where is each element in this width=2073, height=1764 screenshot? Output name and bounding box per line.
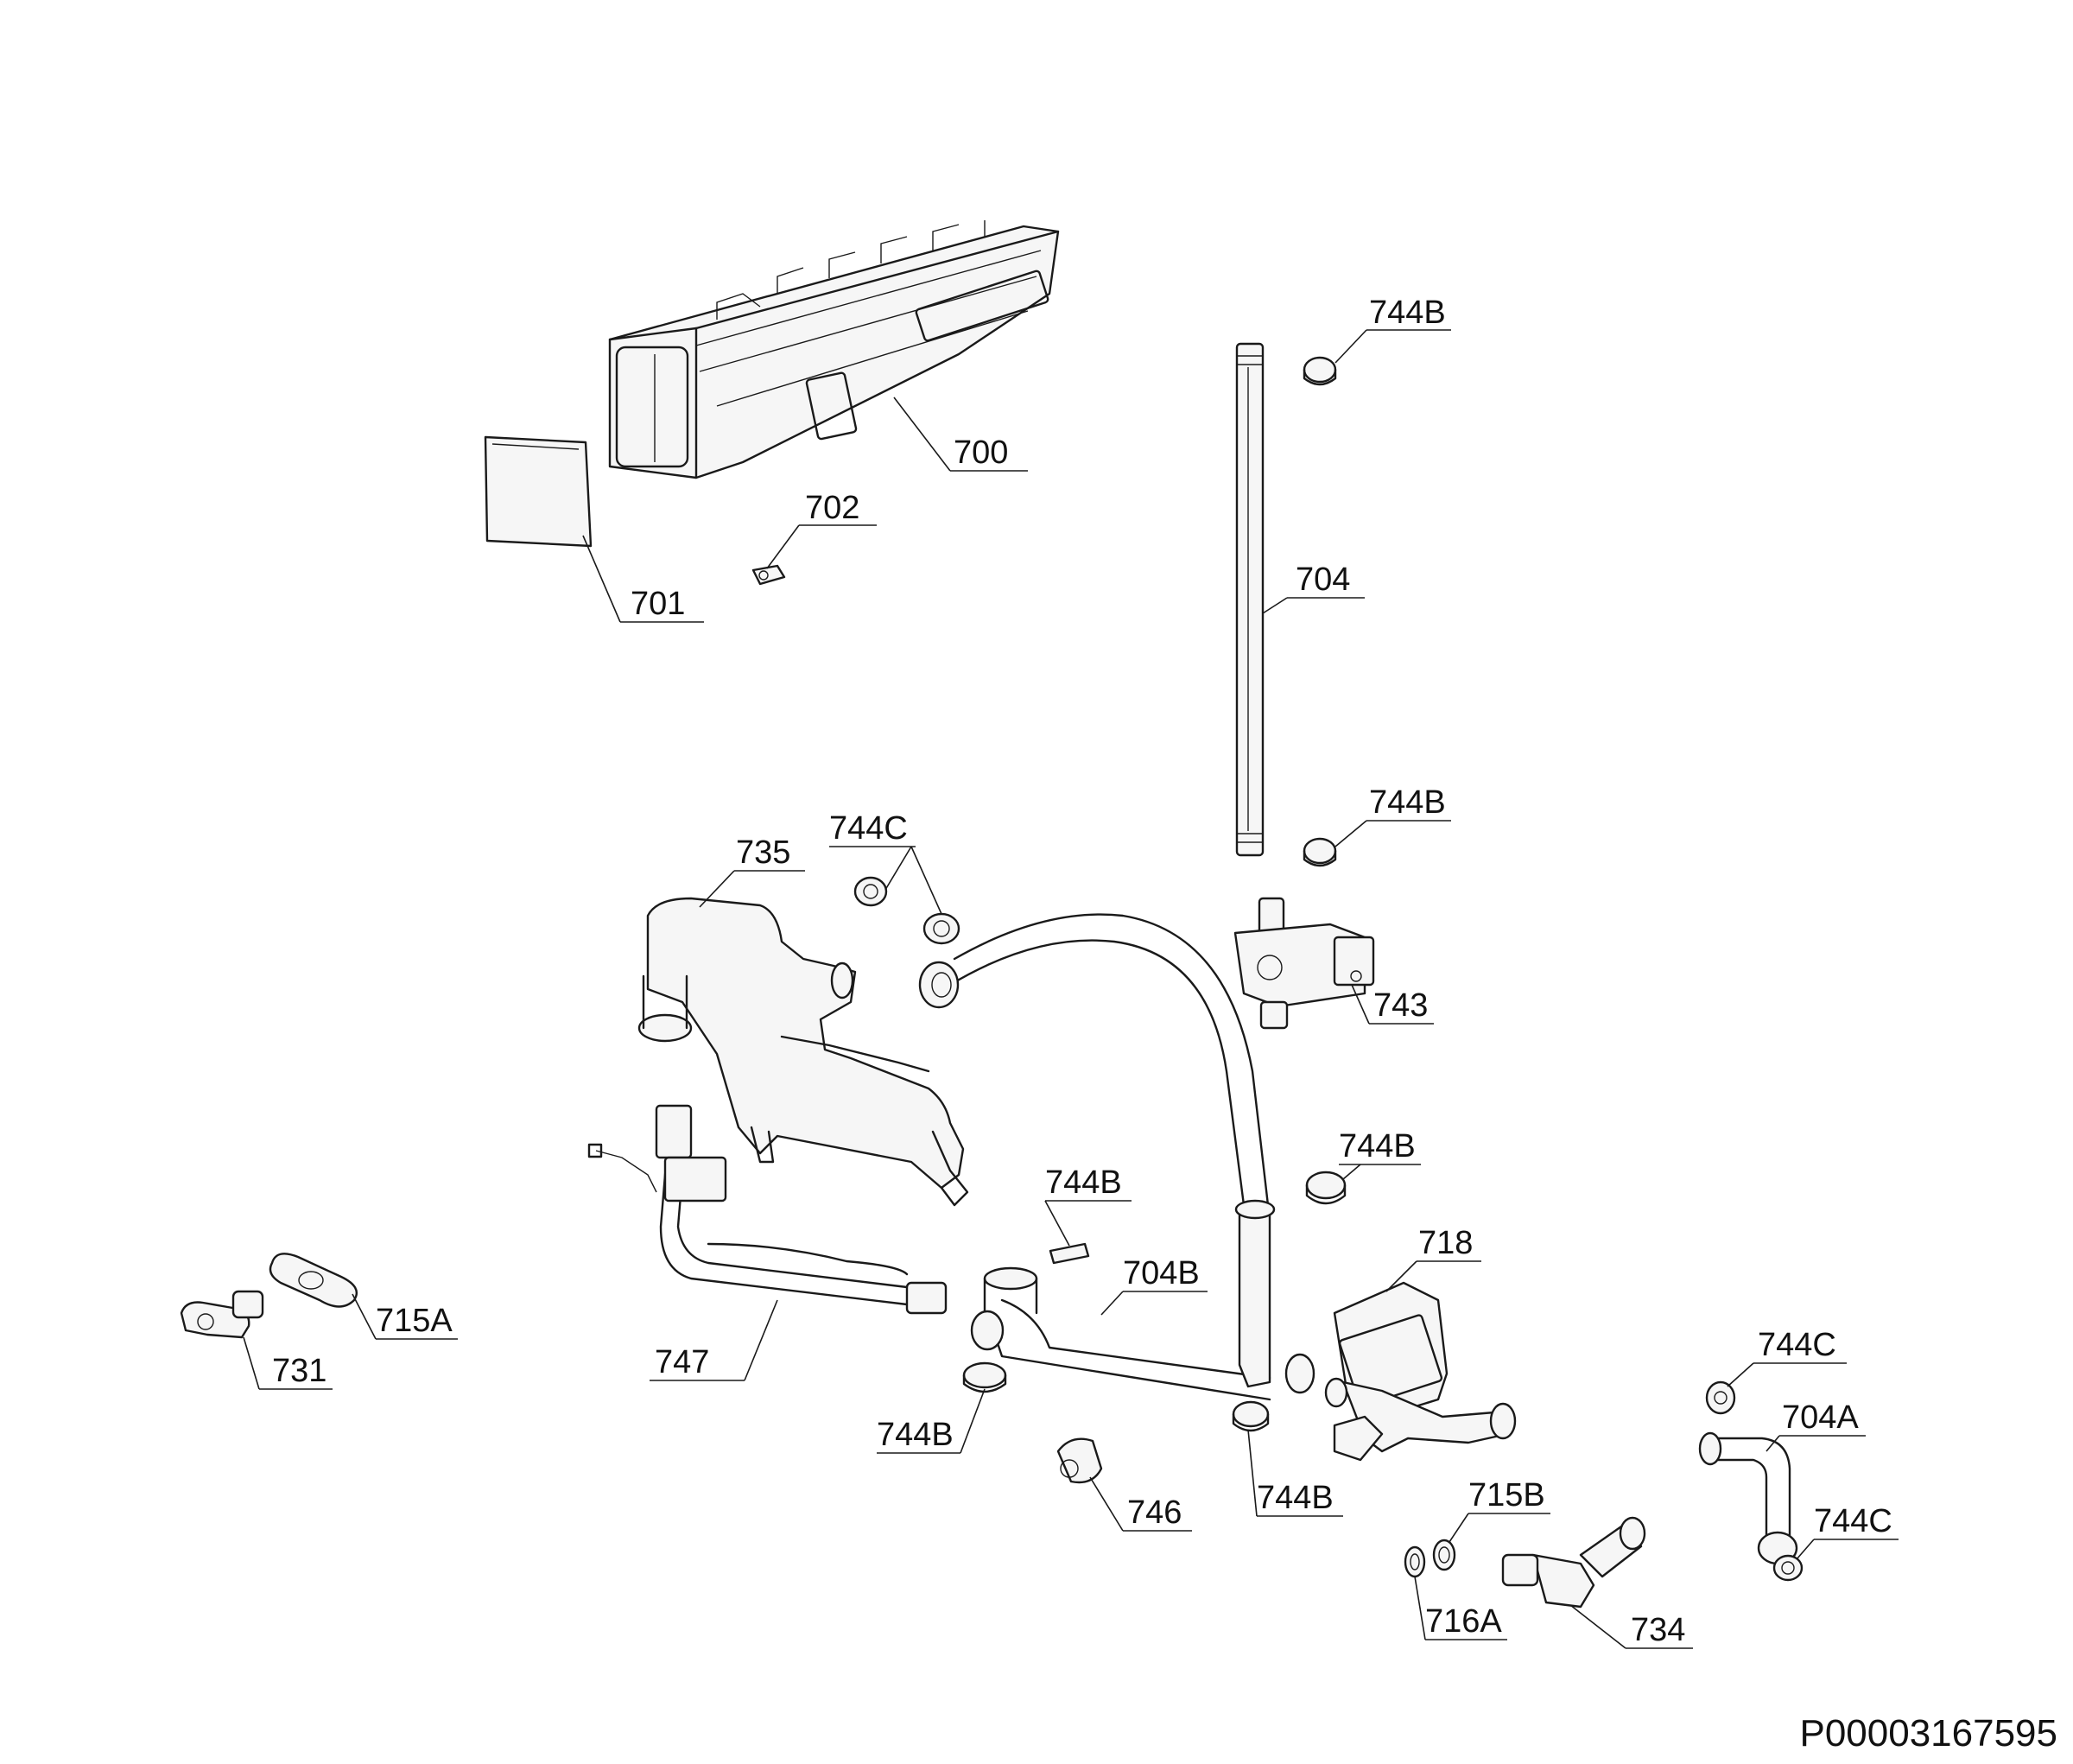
leader-718 <box>1385 1260 1481 1292</box>
leader-715a <box>352 1293 458 1340</box>
leader-746 <box>1089 1476 1192 1532</box>
leader-704a <box>1766 1435 1866 1452</box>
part-731-fitting <box>180 1290 264 1339</box>
callout-704b: 704B <box>1123 1255 1200 1291</box>
leader-715b <box>1449 1513 1550 1543</box>
leader-744b-lower-left <box>877 1388 986 1454</box>
part-744c-clamp-b <box>922 912 960 945</box>
callout-731: 731 <box>272 1353 326 1389</box>
leader-700 <box>893 397 1028 472</box>
callout-744b-top: 744B <box>1369 295 1446 331</box>
leader-747 <box>650 1299 778 1381</box>
part-704b-pipe-assembly <box>970 1199 1315 1401</box>
leader-731 <box>243 1336 333 1390</box>
document-id: P00003167595 <box>1799 1712 2057 1754</box>
leader-704b <box>1100 1291 1208 1316</box>
leader-704 <box>1262 597 1365 614</box>
part-715a-gasket <box>269 1253 358 1308</box>
part-700-dispenser <box>608 220 1060 479</box>
callout-716a: 716A <box>1425 1603 1502 1640</box>
callout-744c-right: 744C <box>1758 1327 1836 1363</box>
part-716a-washer <box>1404 1545 1426 1578</box>
leader-744c-top <box>829 846 942 915</box>
part-744b-clamp-right <box>1305 1171 1347 1205</box>
part-744b-clamp-mid <box>1303 837 1337 867</box>
callout-744c-lower-right: 744C <box>1814 1503 1892 1539</box>
callout-744b-lower-mid: 744B <box>1257 1480 1334 1516</box>
part-701-front-panel <box>484 435 593 548</box>
part-747-sensor-hose <box>587 1104 948 1315</box>
leader-734 <box>1569 1604 1693 1649</box>
part-715b-washer <box>1432 1539 1456 1571</box>
leader-744b-right <box>1339 1164 1421 1180</box>
callout-704a: 704A <box>1782 1399 1859 1436</box>
part-744b-clamp-top <box>1303 356 1337 386</box>
callout-715a: 715A <box>376 1303 453 1339</box>
callout-744c-top: 744C <box>829 810 908 847</box>
callout-700: 700 <box>954 435 1008 471</box>
part-744b-clamp-center <box>1049 1242 1090 1265</box>
leader-744c-lower-right <box>1796 1539 1899 1560</box>
leader-701 <box>582 535 704 623</box>
callout-702: 702 <box>805 490 859 526</box>
callout-746: 746 <box>1127 1494 1182 1531</box>
callout-744b-lower-left: 744B <box>877 1417 954 1453</box>
part-744b-clamp-lower-left <box>962 1361 1007 1393</box>
leader-716a <box>1414 1576 1507 1640</box>
part-744c-clamp-lower-right <box>1772 1554 1804 1582</box>
callout-747: 747 <box>655 1344 709 1380</box>
leader-744b-top <box>1334 329 1451 364</box>
part-718-pump <box>1324 1281 1517 1462</box>
leader-743 <box>1351 984 1434 1025</box>
leader-702 <box>766 524 877 569</box>
part-735-air-break <box>637 897 969 1207</box>
leader-744b-mid <box>1334 820 1451 847</box>
callout-718: 718 <box>1418 1225 1473 1261</box>
callout-734: 734 <box>1631 1612 1685 1648</box>
part-743-inlet-valve <box>1233 897 1375 1030</box>
leader-735 <box>699 870 805 908</box>
callout-744b-right: 744B <box>1339 1128 1416 1164</box>
callout-715b: 715B <box>1468 1477 1545 1513</box>
part-704-vertical-pipe <box>1235 342 1265 857</box>
part-702-clip <box>751 564 786 586</box>
callout-744b-center: 744B <box>1045 1164 1122 1201</box>
part-704a-elbow-hose <box>1698 1431 1798 1565</box>
callout-704: 704 <box>1296 562 1350 598</box>
part-746-hose-clip <box>1056 1437 1103 1484</box>
callout-743: 743 <box>1373 987 1428 1024</box>
leader-744b-center <box>1044 1200 1132 1247</box>
part-734-elbow <box>1501 1516 1646 1609</box>
callout-735: 735 <box>736 834 790 871</box>
part-curved-hose <box>918 913 1270 1207</box>
part-744b-clamp-lower-mid <box>1232 1400 1270 1432</box>
callout-701: 701 <box>631 586 685 622</box>
part-744c-clamp-right <box>1705 1380 1736 1415</box>
callout-744b-mid: 744B <box>1369 784 1446 821</box>
leader-744b-lower-mid <box>1247 1429 1343 1517</box>
leader-744c-right <box>1727 1362 1847 1387</box>
part-744c-clamp-a <box>853 876 888 907</box>
